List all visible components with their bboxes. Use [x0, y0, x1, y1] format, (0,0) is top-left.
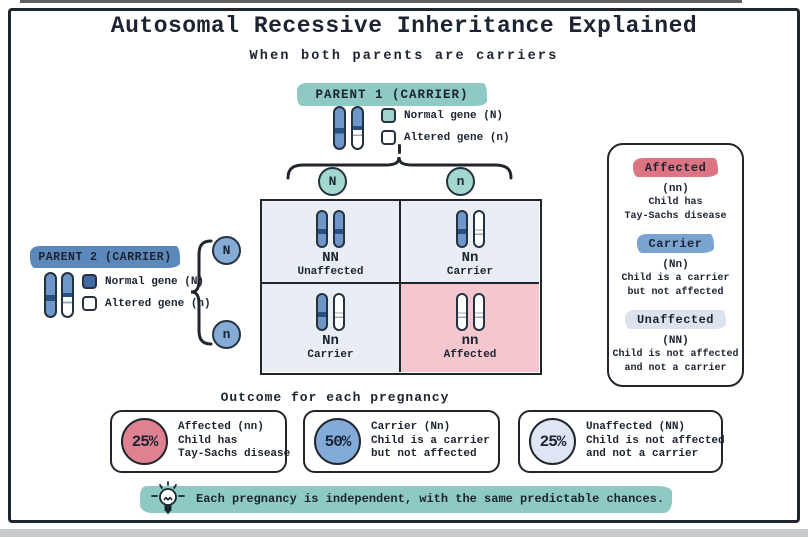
chromosome-n-icon: [333, 293, 345, 331]
punnett-cell-nn: nn Affected: [401, 284, 539, 372]
parent1-chromosome-pair: [333, 106, 364, 150]
outcome-card-carrier: 50% Carrier (Nn) Child is a carrier but …: [303, 410, 500, 473]
chromosome-N-icon: [455, 210, 468, 248]
normal-gene-swatch-icon: [82, 274, 97, 289]
genotype: Nn: [322, 333, 339, 349]
chromosome-pair: [455, 210, 485, 248]
normal-gene-swatch-icon: [381, 108, 396, 123]
punnett-cell-NN: NN Unaffected: [262, 201, 401, 284]
outcomes-heading: Outcome for each pregnancy: [220, 390, 450, 405]
outcome-line: Tay-Sachs disease: [178, 448, 291, 461]
chromosome-N-icon: [316, 293, 328, 331]
page-subtitle: When both parents are carriers: [249, 49, 559, 64]
outcome-line: but not affected: [371, 448, 477, 461]
bottom-edge-artifact: [0, 529, 808, 537]
chromosome-altered-icon: [61, 272, 74, 318]
parent2-allele-N: N: [212, 236, 241, 265]
chromosome-n-icon: [472, 293, 485, 331]
key-item-affected: Affected (nn) Child has Tay-Sachs diseas…: [624, 158, 727, 223]
key-genotype: (NN): [662, 335, 689, 347]
legend-row: Altered gene (n): [381, 130, 510, 145]
chromosome-normal-icon: [44, 272, 57, 318]
parent2-curly-brace-icon: [190, 239, 213, 346]
outcome-text: Affected (nn) Child has Tay-Sachs diseas…: [178, 421, 290, 462]
key-line: Child has: [648, 197, 703, 208]
parent1-gene-legend: Normal gene (N) Altered gene (n): [381, 108, 510, 145]
top-edge-artifact: [20, 0, 742, 3]
chromosome-pair: [455, 293, 485, 331]
phenotype: Unaffected: [297, 266, 364, 278]
key-line: Tay-Sachs disease: [624, 210, 727, 222]
parent2-allele-n: n: [212, 320, 241, 349]
key-line: Child is a carrier: [621, 273, 730, 284]
chromosome-n-icon: [472, 210, 485, 248]
legend-row: Normal gene (N): [82, 274, 211, 289]
parent2-gene-legend: Normal gene (N) Altered gene (n): [82, 274, 211, 311]
outcome-card-affected: 25% Affected (nn) Child has Tay-Sachs di…: [110, 410, 290, 473]
percent-badge: 50%: [314, 418, 361, 465]
outcome-text: Carrier (Nn) Child is a carrier but not …: [371, 421, 490, 462]
brace-stem: [398, 144, 401, 154]
footnote-text: Each pregnancy is independent, with the …: [196, 492, 665, 506]
key-title: Unaffected: [624, 310, 726, 329]
punnett-cell-Nn-top: Nn Carrier: [401, 201, 539, 284]
chromosome-altered-icon: [351, 106, 364, 150]
altered-gene-swatch-icon: [82, 296, 97, 311]
key-item-unaffected: Unaffected (NN) Child is not affected an…: [612, 310, 739, 375]
outcome-line: Child is a carrier: [371, 434, 490, 447]
outcome-line: and not a carrier: [586, 448, 699, 461]
altered-gene-swatch-icon: [381, 130, 396, 145]
percent-badge: 25%: [121, 418, 168, 465]
chromosome-normal-icon: [333, 106, 346, 150]
key-title: Carrier: [636, 234, 715, 253]
parent1-allele-N: N: [318, 167, 347, 196]
legend-label: Altered gene (n): [105, 297, 211, 310]
outcome-text: Unaffected (NN) Child is not affected an…: [586, 421, 725, 462]
key-genotype: (nn): [662, 183, 689, 195]
key-line: but not affected: [627, 286, 724, 298]
chromosome-N-icon: [316, 210, 328, 248]
legend-label: Normal gene (N): [404, 109, 504, 122]
key-item-carrier: Carrier (Nn) Child is a carrier but not …: [621, 234, 730, 299]
parent2-label: PARENT 2 (CARRIER): [30, 246, 180, 268]
parent1-allele-n: n: [446, 167, 475, 196]
outcome-card-unaffected: 25% Unaffected (NN) Child is not affecte…: [518, 410, 725, 473]
phenotype: Carrier: [307, 349, 354, 361]
lightbulb-icon: [151, 481, 185, 515]
chromosome-pair: [316, 293, 345, 331]
parent1-curly-brace-icon: [286, 156, 513, 180]
percent-badge: 25%: [529, 418, 576, 465]
legend-label: Normal gene (N): [105, 275, 205, 288]
key-genotype: (Nn): [662, 259, 689, 271]
punnett-square: NN Unaffected Nn Carrier Nn Carrier nn: [260, 199, 542, 375]
chromosome-pair: [316, 210, 345, 248]
genotype: Nn: [461, 250, 479, 266]
outcome-title: Affected (nn): [178, 421, 264, 434]
parent2-chromosome-pair: [44, 272, 74, 318]
chromosome-n-icon: [455, 293, 468, 331]
phenotype: Carrier: [446, 266, 494, 278]
punnett-cell-Nn-bottom: Nn Carrier: [262, 284, 401, 372]
diagram-border: [8, 8, 800, 523]
legend-row: Normal gene (N): [381, 108, 510, 123]
legend-row: Altered gene (n): [82, 296, 211, 311]
key-line: and not a carrier: [624, 362, 727, 374]
genotype: nn: [461, 333, 479, 349]
outcome-title: Carrier (Nn): [371, 421, 451, 434]
genotype: NN: [322, 250, 339, 266]
chromosome-N-icon: [333, 210, 345, 248]
key-title: Affected: [632, 158, 719, 177]
legend-label: Altered gene (n): [404, 131, 510, 144]
parent1-label: PARENT 1 (CARRIER): [297, 83, 487, 106]
phenotype-key-panel: Affected (nn) Child has Tay-Sachs diseas…: [607, 143, 744, 387]
outcome-title: Unaffected (NN): [586, 421, 686, 434]
outcome-line: Child has: [178, 434, 238, 447]
phenotype: Affected: [443, 349, 497, 361]
outcome-line: Child is not affected: [586, 434, 725, 447]
key-line: Child is not affected: [612, 349, 739, 360]
page-title: Autosomal Recessive Inheritance Explaine…: [110, 13, 698, 39]
footnote-highlight: [140, 486, 672, 513]
